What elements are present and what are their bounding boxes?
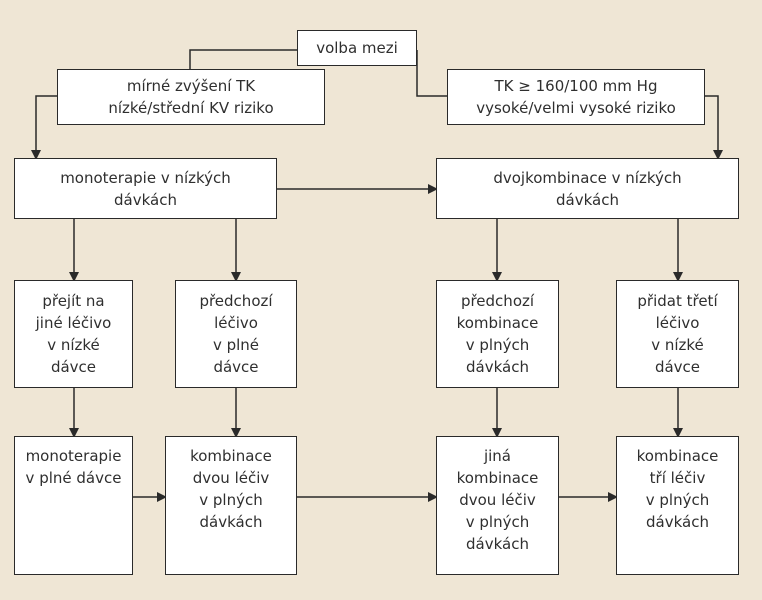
node-prev-drug-full: předchozí léčivo v plné dávce bbox=[175, 280, 297, 388]
node-prev-combo-full: předchozí kombinace v plných dávkách bbox=[436, 280, 559, 388]
connector-root-left bbox=[189, 49, 297, 69]
node-mono-full: monoterapie v plné dávce bbox=[14, 436, 133, 575]
node-other-combo: jiná kombinace dvou léčiv v plných dávká… bbox=[436, 436, 559, 575]
node-right-choice: TK ≥ 160/100 mm Hg vysoké/velmi vysoké r… bbox=[447, 69, 705, 125]
node-add-third: přidat třetí léčivo v nízké dávce bbox=[616, 280, 739, 388]
node-switch-drug: přejít na jiné léčivo v nízké dávce bbox=[14, 280, 133, 388]
node-combo-three: kombinace tří léčiv v plných dávkách bbox=[616, 436, 739, 575]
connector-root-right bbox=[416, 50, 447, 97]
node-dual-low: dvojkombinace v nízkých dávkách bbox=[436, 158, 739, 219]
node-combo-two: kombinace dvou léčiv v plných dávkách bbox=[165, 436, 297, 575]
node-mono-low: monoterapie v nízkých dávkách bbox=[14, 158, 277, 219]
arrow-left-to-mono bbox=[31, 95, 57, 160]
arrow-right-to-dual bbox=[705, 95, 723, 160]
node-left-choice: mírné zvýšení TK nízké/střední KV riziko bbox=[57, 69, 325, 125]
node-root: volba mezi bbox=[297, 30, 417, 66]
